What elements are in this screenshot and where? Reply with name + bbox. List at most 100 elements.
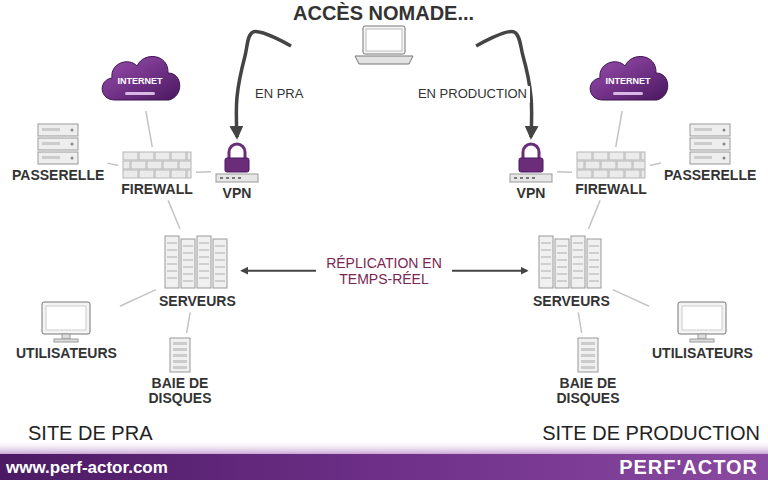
disk-array-box: BAIE DE DISQUES bbox=[138, 336, 222, 407]
icon-part bbox=[199, 263, 209, 265]
firewall-box: FIREWALL bbox=[575, 150, 647, 197]
icon-part bbox=[723, 157, 726, 160]
icon-part bbox=[355, 56, 413, 64]
disk-array-box: BAIE DE DISQUES bbox=[546, 336, 630, 407]
icon-part bbox=[557, 280, 567, 282]
icon-part bbox=[601, 161, 616, 169]
icon-part bbox=[183, 252, 193, 254]
icon-part bbox=[541, 249, 551, 251]
icon-part bbox=[155, 152, 170, 160]
icon-part bbox=[694, 156, 712, 159]
icon-part bbox=[625, 170, 640, 178]
icon-part bbox=[541, 242, 551, 244]
vpn-icon bbox=[214, 140, 260, 184]
stack-icon bbox=[688, 122, 732, 166]
icon-part bbox=[532, 177, 535, 179]
icon-part bbox=[625, 152, 640, 160]
icon-part bbox=[215, 273, 225, 275]
icon-part bbox=[42, 156, 60, 159]
icon-part bbox=[171, 170, 186, 178]
internet-cloud: INTERNET bbox=[95, 48, 185, 108]
node-label: BAIE DE DISQUES bbox=[138, 376, 222, 407]
icon-part bbox=[173, 366, 187, 369]
icon-part bbox=[694, 128, 712, 131]
network-link bbox=[196, 171, 211, 173]
icon-part bbox=[147, 161, 162, 169]
icon-part bbox=[173, 360, 187, 363]
icon-part bbox=[514, 177, 517, 179]
icon-part bbox=[589, 266, 599, 268]
icon-part bbox=[46, 306, 86, 330]
icon-part bbox=[641, 152, 645, 160]
icon-part bbox=[573, 249, 583, 251]
icon-part bbox=[179, 161, 191, 169]
node-label: FIREWALL bbox=[575, 182, 647, 197]
icon-part bbox=[167, 249, 177, 251]
network-link bbox=[120, 290, 156, 307]
icon-part bbox=[609, 152, 624, 160]
icon-part bbox=[213, 239, 227, 288]
icon-part bbox=[183, 259, 193, 261]
disk-icon bbox=[166, 336, 194, 374]
rack-icon bbox=[161, 232, 233, 292]
rack-icon bbox=[535, 232, 607, 292]
network-link bbox=[557, 171, 572, 173]
icon-part bbox=[557, 252, 567, 254]
cloud-outline bbox=[102, 56, 180, 100]
icon-part bbox=[123, 161, 130, 169]
icon-part bbox=[541, 277, 551, 279]
icon-part bbox=[199, 249, 209, 251]
icon-part bbox=[42, 142, 60, 145]
monitor-icon bbox=[674, 300, 730, 344]
laptop-node: ACCÈS NOMADE... bbox=[293, 2, 474, 68]
node-label: UTILISATEURS bbox=[16, 346, 117, 361]
vpn-box: VPN bbox=[508, 140, 554, 201]
icon-part bbox=[510, 174, 552, 182]
icon-part bbox=[539, 236, 553, 288]
icon-part bbox=[199, 277, 209, 279]
vpn-box: VPN bbox=[214, 140, 260, 201]
icon-part bbox=[238, 177, 241, 179]
icon-part bbox=[42, 128, 60, 131]
icon-part bbox=[163, 161, 178, 169]
icon-part bbox=[199, 270, 209, 272]
site-title: SITE DE PRODUCTION bbox=[542, 422, 760, 445]
cloud-outline bbox=[590, 56, 668, 100]
icon-part bbox=[167, 270, 177, 272]
stack-icon bbox=[36, 122, 80, 166]
icon-part bbox=[171, 152, 186, 160]
icon-part bbox=[62, 334, 70, 339]
icon-part bbox=[216, 174, 258, 182]
node-label: BAIE DE DISQUES bbox=[546, 376, 630, 407]
icon-part bbox=[593, 152, 608, 160]
users-box: UTILISATEURS bbox=[652, 300, 753, 361]
icon-part bbox=[232, 177, 235, 179]
icon-part bbox=[581, 360, 595, 363]
icon-part bbox=[589, 252, 599, 254]
network-link bbox=[613, 290, 649, 307]
icon-part bbox=[577, 170, 592, 178]
network-link bbox=[650, 163, 661, 165]
network-link bbox=[107, 163, 118, 165]
node-label: VPN bbox=[517, 186, 546, 201]
icon-part bbox=[690, 138, 730, 150]
icon-part bbox=[181, 239, 195, 288]
icon-part bbox=[690, 152, 730, 164]
network-link bbox=[168, 200, 180, 229]
icon-part bbox=[682, 306, 722, 330]
icon-part bbox=[183, 266, 193, 268]
edge-label: EN PRA bbox=[252, 86, 306, 103]
icon-part bbox=[581, 354, 595, 357]
users-box: UTILISATEURS bbox=[16, 300, 117, 361]
icon-part bbox=[557, 259, 567, 261]
icon-part bbox=[54, 339, 78, 342]
node-label: PASSERELLE bbox=[664, 168, 756, 183]
icon-part bbox=[520, 177, 523, 179]
icon-part bbox=[589, 273, 599, 275]
icon-part bbox=[690, 339, 714, 342]
gateway-box: PASSERELLE bbox=[664, 122, 756, 183]
flow-arrow bbox=[476, 32, 531, 137]
icon-part bbox=[577, 161, 584, 169]
gateway-box: PASSERELLE bbox=[12, 122, 104, 183]
icon-part bbox=[131, 161, 146, 169]
